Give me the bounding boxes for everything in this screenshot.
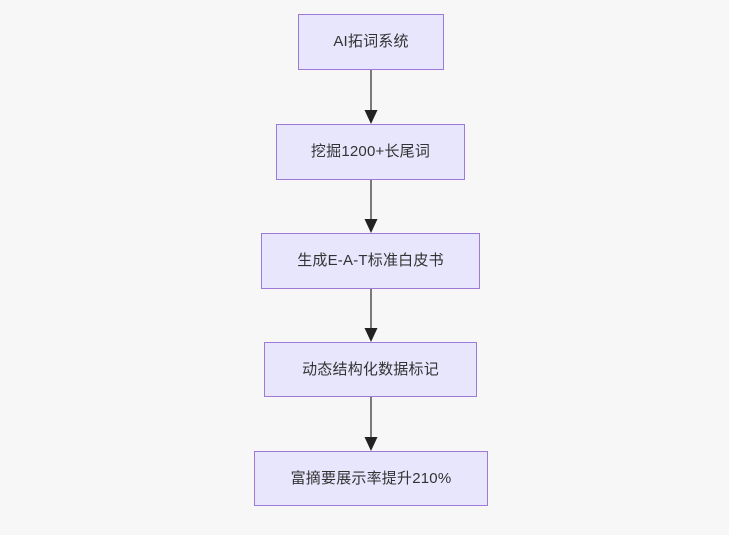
flowchart-node-eat-whitepaper[interactable]: 生成E-A-T标准白皮书 xyxy=(261,233,480,289)
flowchart-node-rich-snippet-result[interactable]: 富摘要展示率提升210% xyxy=(254,451,488,506)
node-label: 生成E-A-T标准白皮书 xyxy=(297,252,444,269)
edge-n1-n2 xyxy=(364,70,378,124)
edge-n2-n3 xyxy=(364,180,378,233)
node-label: 挖掘1200+长尾词 xyxy=(310,143,431,160)
flowchart-node-structured-data-markup[interactable]: 动态结构化数据标记 xyxy=(264,342,477,397)
flowchart-node-longtail-keyword-mining[interactable]: 挖掘1200+长尾词 xyxy=(276,124,465,180)
node-label: AI拓词系统 xyxy=(333,33,409,50)
edge-n4-n5 xyxy=(364,397,378,451)
edge-n3-n4 xyxy=(364,289,378,342)
flowchart-node-ai-keyword-system[interactable]: AI拓词系统 xyxy=(298,14,444,70)
node-label: 动态结构化数据标记 xyxy=(302,360,439,378)
node-label: 富摘要展示率提升210% xyxy=(290,469,452,487)
